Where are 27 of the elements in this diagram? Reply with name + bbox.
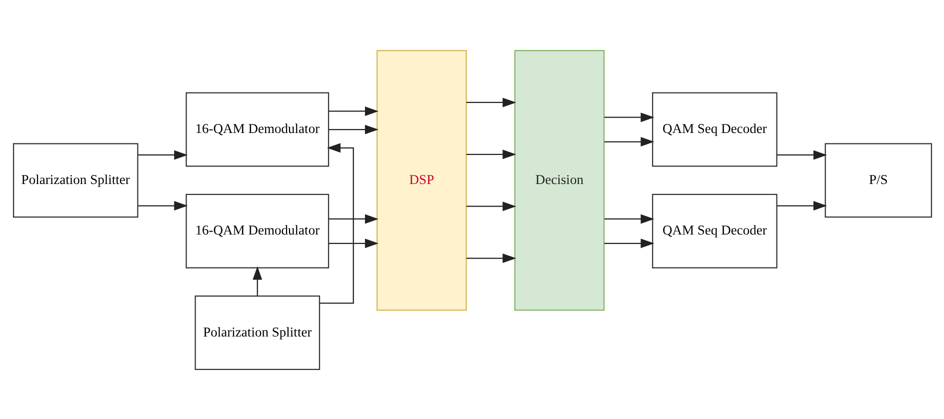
arrow <box>604 214 654 224</box>
arrow <box>776 150 826 160</box>
arrow <box>328 238 378 248</box>
node-box: P/S <box>824 142 932 218</box>
arrow <box>604 238 654 248</box>
arrow <box>466 97 516 107</box>
arrow <box>319 142 354 304</box>
node-box: QAM Seq Decoder <box>652 92 777 166</box>
arrow <box>252 266 262 296</box>
node-box: Polarization Splitter <box>194 295 320 370</box>
arrow <box>466 253 516 263</box>
arrow <box>328 106 378 116</box>
arrow <box>138 200 188 210</box>
node-box: Polarization Splitter <box>12 142 138 218</box>
arrow <box>604 112 654 122</box>
node-box: 16-QAM Demodulator <box>185 193 329 268</box>
node-box: Decision <box>514 49 604 310</box>
arrow <box>328 214 378 224</box>
node-box: QAM Seq Decoder <box>652 193 777 268</box>
arrow <box>466 201 516 211</box>
node-box: 16-QAM Demodulator <box>185 92 329 166</box>
arrow <box>138 150 188 160</box>
arrow <box>604 136 654 146</box>
arrow <box>328 124 378 134</box>
arrow <box>466 149 516 159</box>
arrow <box>776 200 826 210</box>
node-box: DSP <box>376 49 466 310</box>
